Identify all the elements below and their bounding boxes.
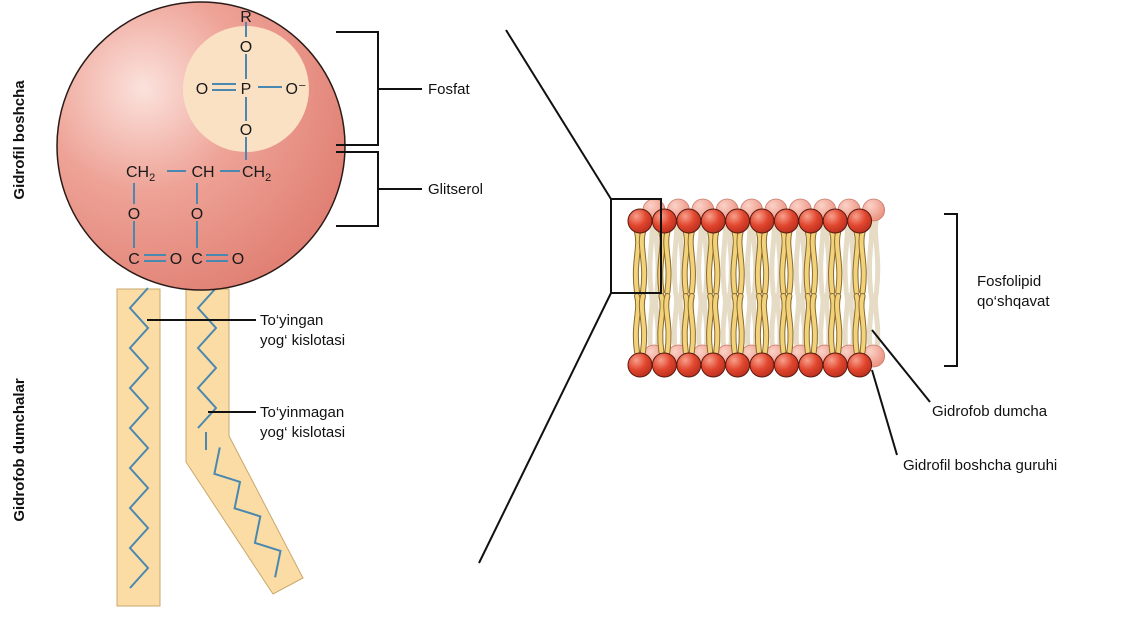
bilayer-front-tails: [730, 229, 745, 355]
zoom-line-bottom: [478, 292, 612, 564]
phosphate-disc: [183, 26, 309, 152]
bilayer-bracket: [944, 213, 958, 367]
bilayer-head-bottom: [700, 352, 726, 378]
bilayer-front-tails: [681, 229, 696, 355]
bilayer-head-bottom: [822, 352, 848, 378]
saturated-chain: [128, 287, 150, 589]
bilayer-head-top: [798, 208, 824, 234]
carbonyl-carbon-right: C: [191, 251, 203, 268]
phosphorus: P: [241, 81, 252, 98]
unsaturated-chain-lower: [213, 447, 282, 578]
oxygen-bottom: O: [240, 122, 252, 139]
ch2-left: CH2: [126, 164, 155, 184]
carbonyl-oxygen-left: O: [170, 251, 182, 268]
oxygen-double: O: [196, 81, 208, 98]
phosphate-bracket: [336, 31, 422, 146]
bilayer-front-tails: [632, 229, 648, 355]
bilayer-head-top: [773, 208, 799, 234]
saturated-label-line2: yog‘ kislotasi: [260, 332, 345, 349]
ch-middle: CH: [191, 164, 214, 181]
bilayer-head-top: [676, 208, 702, 234]
hydrophilic-head-group-label: Gidrofil boshcha guruhi: [903, 457, 1057, 474]
bilayer-head-top: [749, 208, 775, 234]
bilayer-head-bottom: [749, 352, 775, 378]
oxygen-top: O: [240, 39, 252, 56]
saturated-label-line1: To‘yingan: [260, 312, 323, 329]
phosphate-label: Fosfat: [428, 81, 471, 98]
oxygen-ester-right: O: [191, 206, 203, 223]
carbonyl-oxygen-right: O: [232, 251, 244, 268]
bilayer-head-bottom: [773, 352, 799, 378]
bilayer-head-bottom: [847, 352, 873, 378]
bilayer-front-tails: [828, 229, 843, 355]
unsaturated-chain-upper: [196, 287, 218, 429]
bilayer-label-line1: Fosfolipid: [977, 273, 1041, 290]
bilayer-front-tails: [754, 229, 770, 355]
bilayer-head-top: [651, 208, 677, 234]
zoom-selection-box: [610, 198, 662, 294]
bilayer-label-line2: qo‘shqavat: [977, 293, 1050, 310]
hydrophobic-tail-label: Gidrofob dumcha: [932, 403, 1048, 420]
unsaturated-tail-box: [185, 288, 304, 595]
bilayer-head-bottom: [798, 352, 824, 378]
ch2-right: CH2: [242, 164, 271, 184]
hydrophobic-tails-side-label: Gidrofob dumchalar: [11, 378, 28, 522]
oxygen-ester-left: O: [128, 206, 140, 223]
phospholipid-bilayer: [627, 198, 885, 378]
oxygen-minus: O⁻: [286, 81, 307, 98]
bilayer-front-tails: [803, 229, 818, 355]
bilayer-head-bottom: [627, 352, 653, 378]
bilayer-head-top: [822, 208, 848, 234]
bilayer-head-top: [627, 208, 653, 234]
glycerol-bracket: [336, 151, 422, 227]
r-group: R: [240, 9, 252, 26]
bilayer-head-bottom: [651, 352, 677, 378]
chemical-structure: R O P O O⁻ O CH2 CH CH2 O O C O C O: [126, 9, 306, 268]
bilayer-head-bottom: [725, 352, 751, 378]
bilayer-front-tails: [852, 229, 867, 355]
saturated-tail-box: [116, 288, 161, 607]
glycerol-label: Glitserol: [428, 181, 483, 198]
fatty-acid-tails: [116, 287, 304, 607]
bilayer-front-tails: [706, 229, 721, 355]
bilayer-head-top: [700, 208, 726, 234]
bilayer-head-top: [725, 208, 751, 234]
bilayer-head-bottom: [676, 352, 702, 378]
unsaturated-label-line1: To‘yinmagan: [260, 404, 344, 421]
hydrophilic-head-side-label: Gidrofil boshcha: [11, 80, 28, 200]
hydrophobic-tail-leader: [871, 329, 931, 403]
bilayer-head-top: [847, 208, 873, 234]
bilayer-front-tails: [779, 229, 794, 355]
hydrophilic-head-leader: [871, 369, 898, 456]
carbonyl-carbon-left: C: [128, 251, 140, 268]
unsaturated-label-line2: yog‘ kislotasi: [260, 424, 345, 441]
zoom-line-top: [505, 29, 612, 200]
